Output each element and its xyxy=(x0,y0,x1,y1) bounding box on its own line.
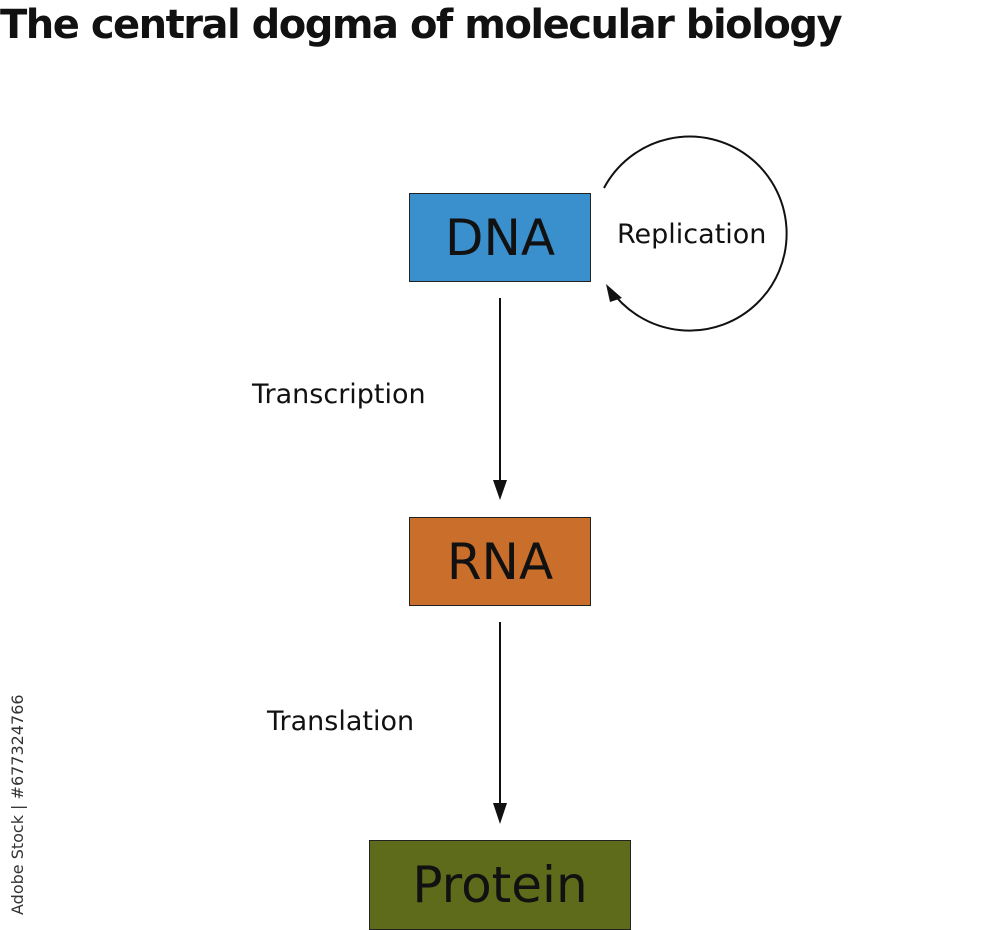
dna-node: DNA xyxy=(409,193,591,282)
protein-node: Protein xyxy=(369,840,631,930)
rna-node: RNA xyxy=(409,517,591,606)
transcription-arrowhead xyxy=(493,480,507,500)
rna-label: RNA xyxy=(446,532,554,591)
diagram-title: The central dogma of molecular biology xyxy=(0,2,843,48)
stock-watermark-id: Adobe Stock | #677324766 xyxy=(8,694,27,915)
replication-arrowhead xyxy=(606,284,622,302)
protein-label: Protein xyxy=(412,856,588,914)
transcription-label: Transcription xyxy=(252,379,426,410)
translation-arrowhead xyxy=(493,803,507,824)
translation-label: Translation xyxy=(267,706,415,737)
replication-label: Replication xyxy=(617,219,767,250)
replication-arrow xyxy=(603,135,788,332)
dna-label: DNA xyxy=(444,208,556,267)
